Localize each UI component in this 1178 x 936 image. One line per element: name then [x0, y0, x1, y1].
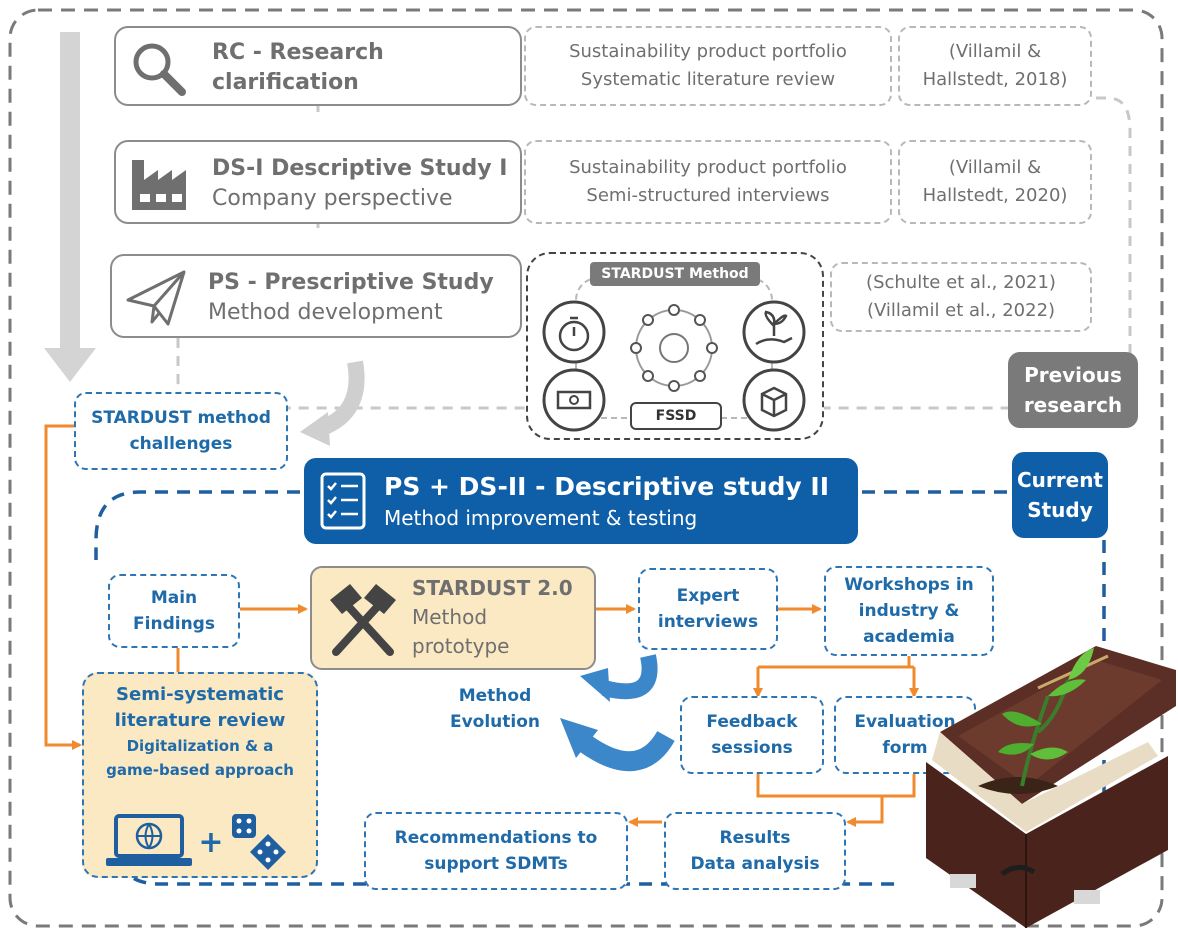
stardust-2-title: STARDUST 2.0 [412, 576, 573, 600]
phase-ds1-methods: Sustainability product portfolio Semi-st… [524, 140, 892, 224]
checklist-icon [320, 472, 366, 530]
ds2-header: PS + DS-II - Descriptive study II Method… [304, 458, 858, 544]
phase-ds1-box: DS-I Descriptive Study I Company perspec… [114, 140, 522, 224]
hammer-icon [330, 584, 396, 656]
factory-icon [132, 160, 186, 210]
phase-rc-methods: Sustainability product portfolio Systema… [524, 26, 892, 106]
phase-ps-reference: (Schulte et al., 2021) (Villamil et al.,… [830, 262, 1092, 332]
ds2-title: PS + DS-II - Descriptive study II [384, 472, 830, 501]
stardust-2-box: STARDUST 2.0 Method prototype [310, 566, 596, 670]
phase-ps-box: PS - Prescriptive Study Method developme… [110, 254, 522, 338]
feedback-sessions-box: Feedback sessions [680, 696, 824, 774]
method-evolution-label: Method Evolution [449, 686, 541, 732]
dice-icon [232, 814, 286, 870]
phase-rc-title: RC - Research [212, 40, 384, 65]
briefcase-plant-image [926, 646, 1176, 928]
phase-ds1-title: DS-I Descriptive Study I [212, 156, 508, 181]
phase-rc-subtitle: clarification [212, 70, 359, 95]
cycle-icon [630, 304, 718, 392]
stopwatch-icon [542, 300, 606, 364]
phase-ds1-subtitle: Company perspective [212, 186, 453, 211]
literature-review-box: Semi-systematic literature review Digita… [82, 672, 318, 878]
workshops-box: Workshops in industry & academia [824, 566, 994, 656]
money-icon [542, 368, 606, 432]
method-challenges-box: STARDUST method challenges [74, 392, 288, 470]
current-study-badge: Current Study [1012, 452, 1108, 538]
stardust-method-diagram [542, 277, 806, 432]
paper-plane-icon [126, 270, 186, 326]
recommendations-box: Recommendations to support SDMTs [364, 812, 628, 890]
laptop-globe-icon [106, 814, 192, 866]
phase-rc-reference: (Villamil & Hallstedt, 2018) [898, 26, 1092, 106]
fssd-label: FSSD [630, 402, 722, 430]
stardust-method-label: STARDUST Method [590, 262, 760, 286]
phase-ps-title: PS - Prescriptive Study [208, 270, 494, 295]
phase-ps-subtitle: Method development [208, 300, 443, 325]
cube-icon [742, 368, 806, 432]
phase-ds1-reference: (Villamil & Hallstedt, 2020) [898, 140, 1092, 224]
outer-frame [8, 8, 1164, 928]
plus-sign: + [198, 824, 224, 860]
literature-review-title: Semi-systematic [116, 684, 284, 705]
phase-rc-box: RC - Research clarification [114, 26, 522, 106]
stardust-method-panel: STARDUST Method FSSD [526, 252, 824, 440]
expert-interviews-box: Expert interviews [638, 568, 778, 650]
magnifier-icon [133, 43, 186, 96]
previous-research-badge: Previous research [1008, 352, 1138, 428]
hand-plant-icon [742, 300, 806, 364]
main-findings-box: Main Findings [108, 574, 240, 648]
ds2-subtitle: Method improvement & testing [384, 506, 698, 530]
results-box: Results Data analysis [664, 812, 846, 890]
